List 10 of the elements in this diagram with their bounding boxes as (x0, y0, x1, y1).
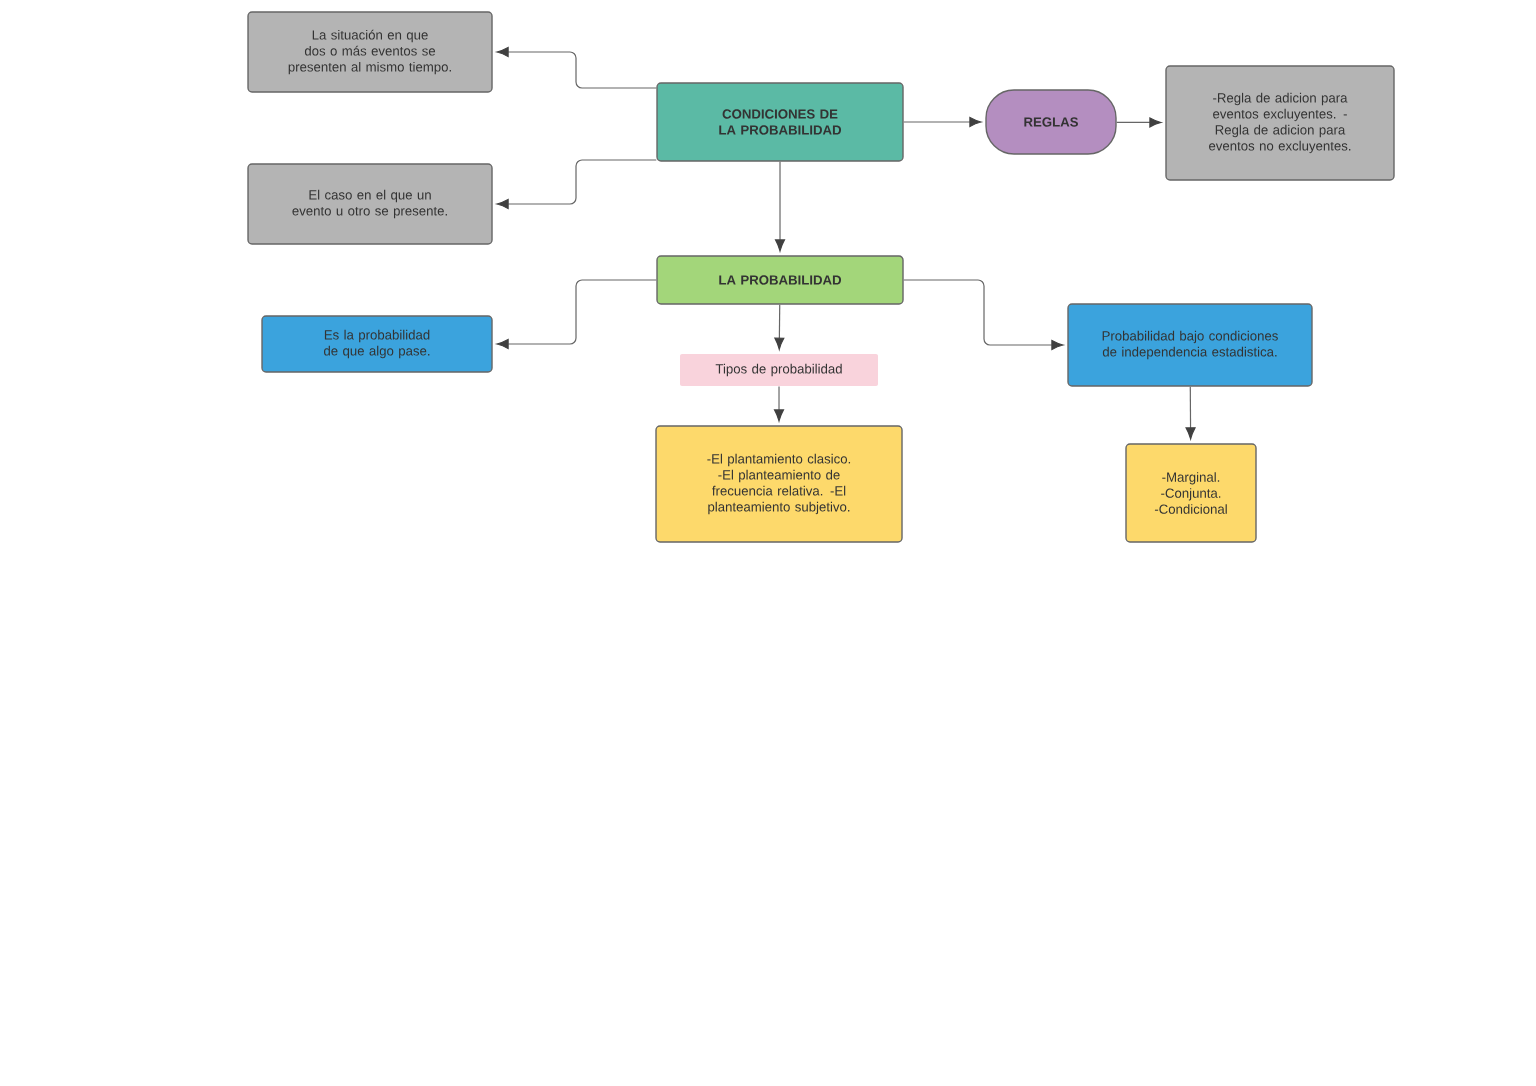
arrow (1116, 117, 1162, 128)
arrow (496, 46, 657, 89)
arrow (774, 304, 785, 350)
arrow (1185, 386, 1196, 440)
arrow (903, 116, 982, 128)
arrow (903, 279, 1064, 351)
arrow (774, 385, 785, 422)
arrow (496, 279, 657, 350)
arrow (496, 159, 657, 209)
arrow (775, 161, 786, 252)
